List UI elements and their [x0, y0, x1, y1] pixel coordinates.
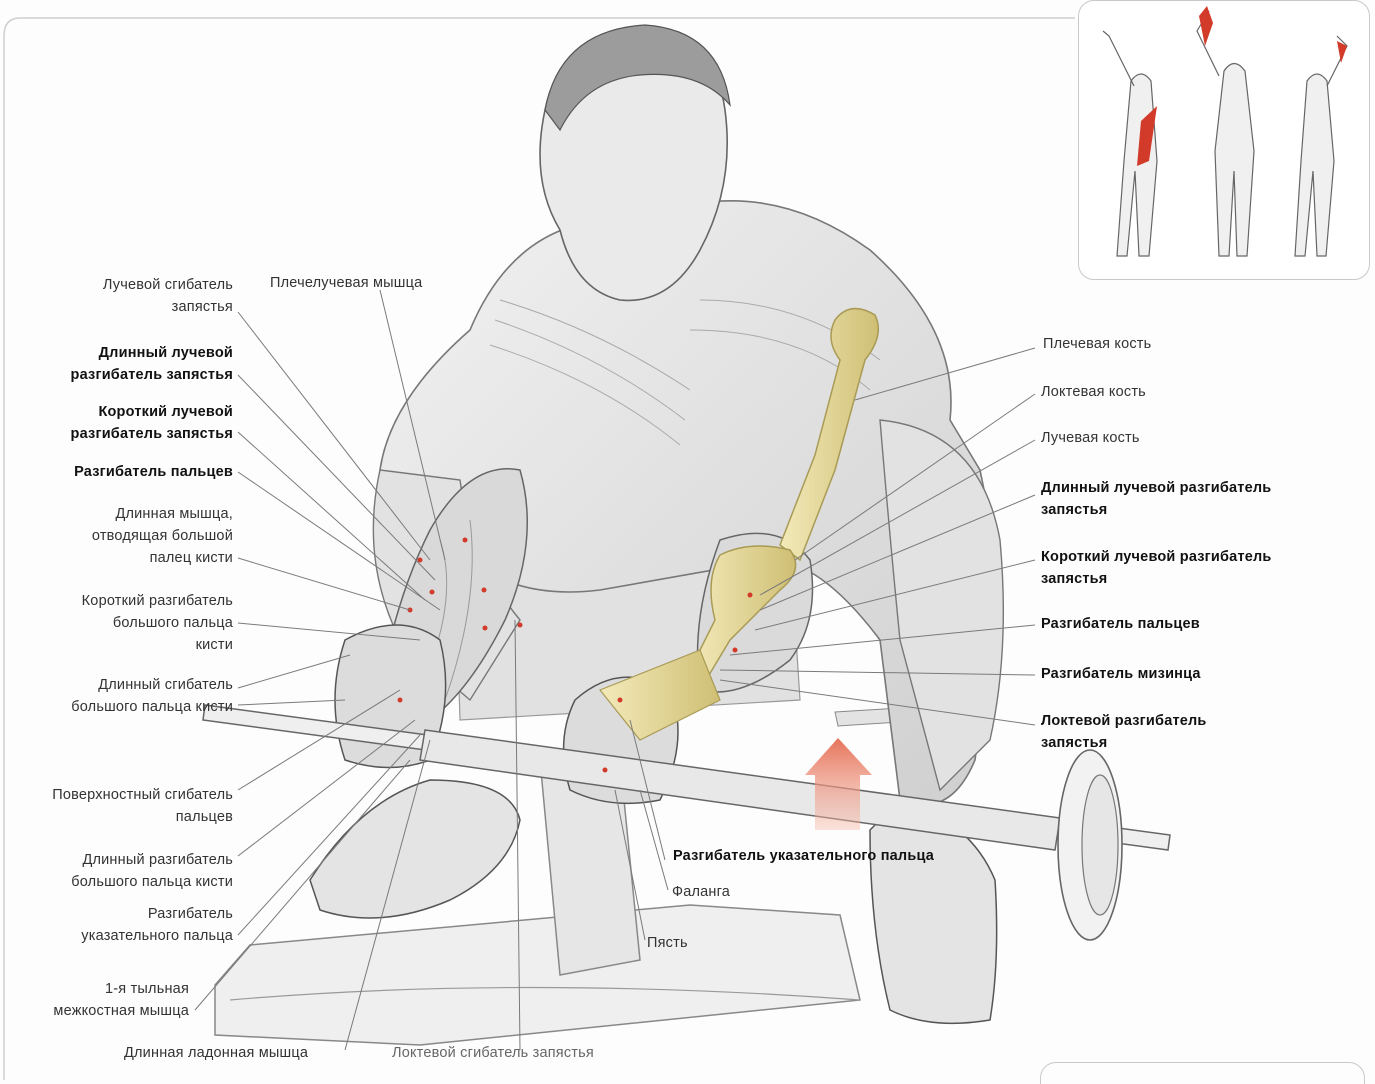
label-phalanx: Фаланга: [672, 881, 730, 903]
label-radius: Лучевая кость: [1041, 427, 1140, 449]
label-superficial-finger-flexor: Поверхностный сгибатель пальцев: [52, 784, 233, 828]
athlete-body: [310, 25, 1003, 1023]
label-short-radial-wrist-extensor: Короткий лучевой разгибатель запястья: [71, 401, 233, 445]
inset-figures: [1079, 1, 1370, 280]
label-finger-extensor: Разгибатель пальцев: [74, 461, 233, 483]
label-long-radial-wrist-extensor: Длинный лучевой разгибатель запястья: [71, 342, 233, 386]
label-abductor-pollicis-longus: Длинная мышца, отводящая большой палец к…: [92, 503, 233, 569]
label-radial-wrist-flexor: Лучевой сгибатель запястья: [103, 274, 233, 318]
inset-muscle-overview: [1078, 0, 1370, 280]
label-humerus: Плечевая кость: [1043, 333, 1151, 355]
label-little-finger-extensor: Разгибатель мизинца: [1041, 663, 1201, 685]
label-brachioradialis: Плечелучевая мышца: [270, 272, 422, 294]
label-metacarpus: Пясть: [647, 932, 688, 954]
label-first-dorsal-interosseous: 1-я тыльная межкостная мышца: [53, 978, 189, 1022]
label-right-short-radial-wrist-extensor: Короткий лучевой разгибатель запястья: [1041, 546, 1272, 590]
label-palmaris-longus: Длинная ладонная мышца: [124, 1042, 308, 1064]
label-right-long-radial-wrist-extensor: Длинный лучевой разгибатель запястья: [1041, 477, 1271, 521]
label-ulnar-wrist-flexor: Локтевой сгибатель запястья: [392, 1042, 594, 1064]
label-extensor-pollicis-longus: Длинный разгибатель большого пальца кист…: [71, 849, 233, 893]
label-flexor-pollicis-longus: Длинный сгибатель большого пальца кисти: [71, 674, 233, 718]
frame-corner: [1040, 1062, 1365, 1084]
label-ulnar-wrist-extensor: Локтевой разгибатель запястья: [1041, 710, 1207, 754]
label-index-extensor-right: Разгибатель указательного пальца: [673, 845, 934, 867]
label-extensor-pollicis-brevis: Короткий разгибатель большого пальца кис…: [82, 590, 233, 656]
frame-edge: [4, 18, 20, 1080]
label-right-finger-extensor: Разгибатель пальцев: [1041, 613, 1200, 635]
label-index-extensor: Разгибатель указательного пальца: [81, 903, 233, 947]
label-ulna: Локтевая кость: [1041, 381, 1146, 403]
